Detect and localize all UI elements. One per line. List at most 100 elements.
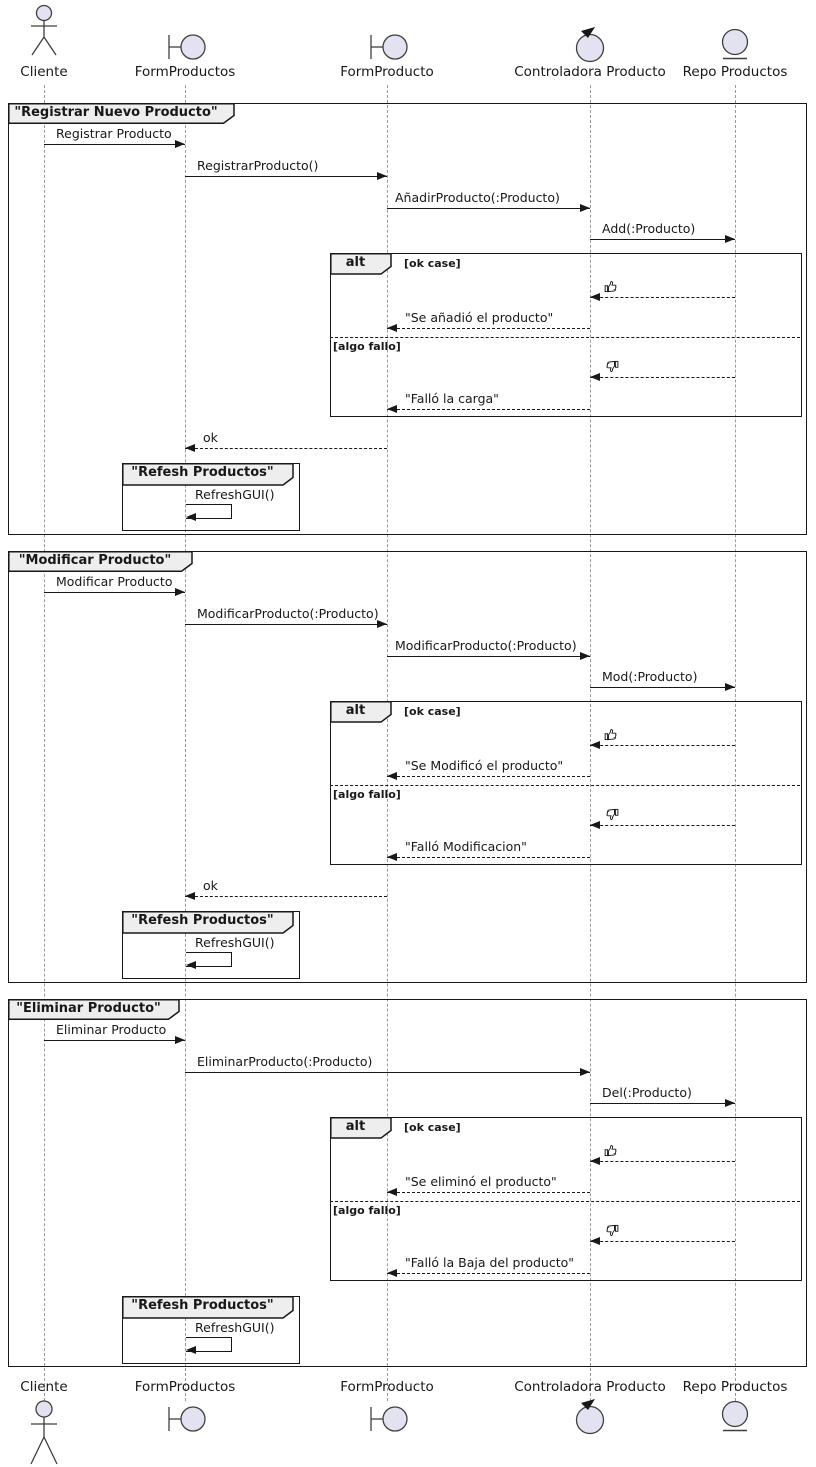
alt-operator-tab: alt (330, 1117, 392, 1139)
message-line (185, 1072, 590, 1073)
actor-icon (27, 3, 61, 61)
self-message-line (186, 504, 232, 519)
arrowhead (590, 1157, 600, 1165)
message-line (590, 1103, 735, 1104)
arrowhead (387, 772, 397, 780)
arrowhead (580, 204, 590, 212)
arrowhead (590, 293, 600, 301)
participant-label-form-producto: FormProducto (340, 1379, 434, 1395)
alt-divider (330, 337, 800, 338)
alt-operator-tab: alt (330, 253, 392, 275)
frame-modificar-tab: "Modificar Producto" (8, 551, 193, 572)
return-line (387, 328, 590, 329)
message-label: ModificarProducto(:Producto) (395, 638, 577, 653)
participant-label-repo: Repo Productos (682, 1379, 788, 1395)
arrowhead (725, 683, 735, 691)
frame-registrar (8, 103, 807, 535)
message-line (44, 1040, 185, 1041)
participant-label-form-productos: FormProductos (134, 1379, 236, 1395)
frame-eliminar (8, 999, 807, 1367)
message-label: "Se añadió el producto" (405, 310, 554, 325)
alt-divider (330, 785, 800, 786)
self-message-line (186, 1337, 232, 1352)
return-line (590, 377, 735, 378)
entity-icon (718, 27, 752, 65)
lifeline-repo (735, 85, 736, 1401)
alt-fragment (330, 253, 802, 417)
alt-guard-ok: [ok case] (404, 1121, 461, 1134)
control-icon (573, 26, 607, 64)
frame-modificar (8, 551, 807, 983)
arrowhead (580, 1068, 590, 1076)
return-line (185, 448, 387, 449)
arrowhead (387, 405, 397, 413)
return-line (387, 1192, 590, 1193)
arrowhead (590, 821, 600, 829)
group-title: "Refesh Productos" (131, 1298, 274, 1313)
return-line (387, 1273, 590, 1274)
arrowhead (387, 853, 397, 861)
message-label: RefreshGUI() (195, 935, 275, 950)
arrowhead (387, 1269, 397, 1277)
arrowhead (186, 961, 196, 969)
message-label: "Se eliminó el producto" (405, 1174, 557, 1189)
lifeline-form-producto (387, 85, 388, 1401)
message-line (185, 624, 387, 625)
actor-icon (27, 1398, 61, 1467)
return-line (590, 297, 735, 298)
frame-title: "Registrar Nuevo Producto" (14, 105, 218, 120)
self-message-line (186, 952, 232, 967)
boundary-icon (365, 31, 409, 63)
message-label: RegistrarProducto() (197, 158, 319, 173)
arrowhead (590, 373, 600, 381)
message-label: Add(:Producto) (602, 221, 696, 236)
participant-label-controladora: Controladora Producto (514, 64, 666, 80)
alt-guard-ok: [ok case] (404, 705, 461, 718)
message-label: "Se Modificó el producto" (405, 758, 564, 773)
group-title: "Refesh Productos" (131, 465, 274, 480)
boundary-icon (163, 31, 207, 63)
return-line (387, 409, 590, 410)
message-label: RefreshGUI() (195, 1320, 275, 1335)
arrowhead (377, 172, 387, 180)
message-line (185, 176, 387, 177)
frame-title: "Modificar Producto" (18, 553, 172, 568)
message-label: "Falló Modificacion" (405, 839, 527, 854)
thumbs-up-icon (604, 727, 619, 742)
alt-fragment (330, 701, 802, 865)
group-refresh-tab: "Refesh Productos" (122, 1296, 294, 1319)
arrowhead (725, 235, 735, 243)
alt-guard-ok: [ok case] (404, 257, 461, 270)
frame-title: "Eliminar Producto" (16, 1001, 161, 1016)
frame-registrar-tab: "Registrar Nuevo Producto" (8, 103, 235, 124)
message-line (387, 656, 590, 657)
return-line (590, 1241, 735, 1242)
boundary-icon (365, 1403, 409, 1435)
arrowhead (580, 652, 590, 660)
group-refresh-tab: "Refesh Productos" (122, 911, 294, 934)
participant-label-form-productos: FormProductos (134, 64, 236, 80)
alt-operator: alt (345, 255, 366, 270)
arrowhead (175, 1036, 185, 1044)
group-title: "Refesh Productos" (131, 913, 274, 928)
arrowhead (186, 1346, 196, 1354)
arrowhead (387, 1188, 397, 1196)
thumbs-down-icon (604, 807, 619, 822)
arrowhead (185, 892, 195, 900)
group-refresh-tab: "Refesh Productos" (122, 463, 294, 486)
arrowhead (175, 140, 185, 148)
participant-label-repo: Repo Productos (682, 64, 788, 80)
alt-fragment (330, 1117, 802, 1281)
message-label: ok (203, 878, 218, 893)
frame-eliminar-tab: "Eliminar Producto" (8, 999, 180, 1020)
arrowhead (387, 324, 397, 332)
participant-label-controladora: Controladora Producto (514, 1379, 666, 1395)
arrowhead (590, 1237, 600, 1245)
arrowhead (590, 741, 600, 749)
return-line (387, 776, 590, 777)
thumbs-down-icon (604, 359, 619, 374)
message-label: EliminarProducto(:Producto) (197, 1054, 373, 1069)
control-icon (573, 1398, 607, 1436)
message-line (44, 592, 185, 593)
